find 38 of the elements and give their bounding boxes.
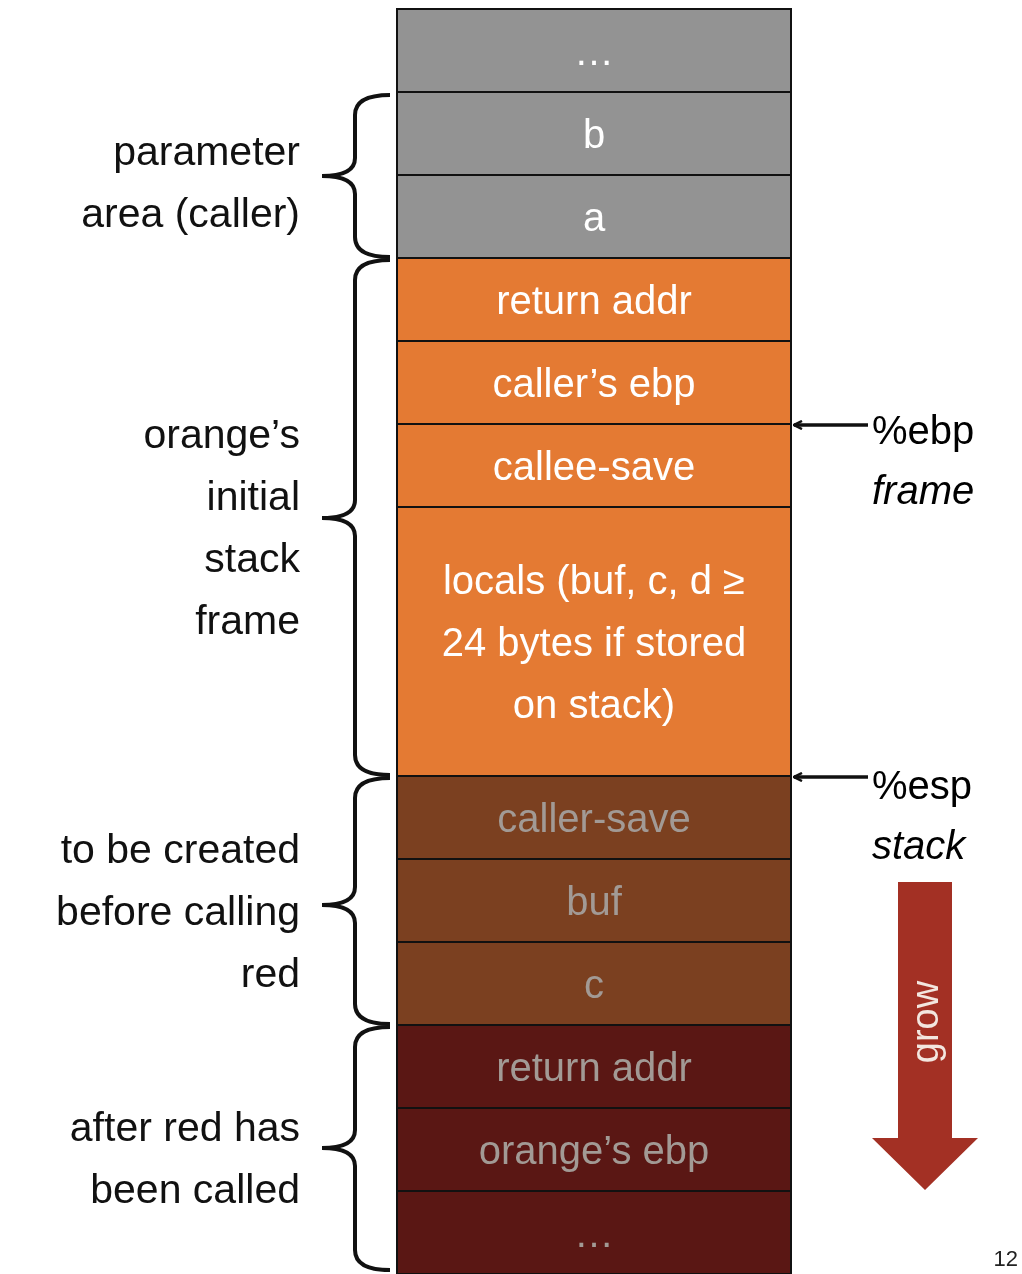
stack-cell [396, 941, 792, 1026]
stack-cell [396, 91, 792, 176]
cell-text: caller’s ebp [491, 359, 697, 407]
cell-text: return addr [495, 276, 693, 324]
cell-text: b [581, 110, 607, 158]
cell-text: return addr [495, 1043, 693, 1091]
arrow-label: grow [903, 980, 947, 1064]
cell-text: c [583, 960, 605, 1008]
bracket-label: after red has been called [68, 1103, 300, 1214]
stack-cell [396, 1107, 792, 1192]
cell-text: callee-save [491, 442, 697, 490]
stack-cell [396, 423, 792, 508]
stack-cell [396, 340, 792, 425]
stack-cell [396, 8, 792, 93]
pointer-note: stack [872, 822, 968, 869]
bracket-label: orange’s initial stack frame [142, 410, 300, 645]
stack-cell [396, 858, 792, 943]
cell-text: buf [565, 877, 623, 925]
page-number: 12 [993, 1246, 1018, 1272]
register-name: %esp [872, 762, 974, 809]
cell-text: … [573, 1209, 615, 1257]
stack-cell [396, 1024, 792, 1109]
bracket-label: to be created before calling red [55, 825, 300, 998]
cell-text: orange’s ebp [477, 1126, 711, 1174]
stack-cell [396, 257, 792, 342]
arrow [792, 419, 868, 431]
cell-text: … [573, 27, 615, 75]
arrow [792, 771, 868, 783]
cell-text: a [581, 193, 607, 241]
bracket-label: parameter area (caller) [80, 127, 300, 238]
stack-cell [396, 1190, 792, 1274]
cell-text: locals (buf, c, d ≥ 24 bytes if stored on stack) [440, 556, 748, 728]
stack-cell [396, 506, 792, 777]
register-name: %ebp [872, 407, 976, 454]
pointer-note: frame [872, 467, 976, 514]
cell-text: caller-save [496, 794, 692, 842]
stack-cell [396, 174, 792, 259]
stack-cell [396, 775, 792, 860]
